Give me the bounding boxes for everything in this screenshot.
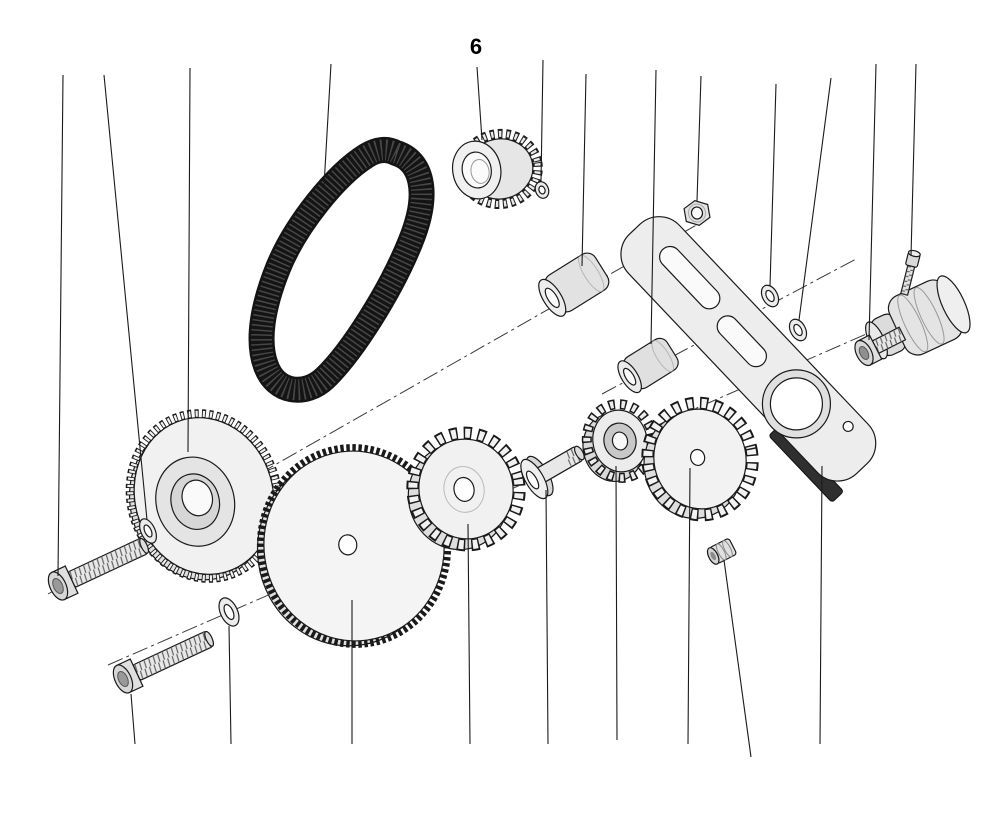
- pulley-bore: [181, 479, 214, 517]
- washer-3: [760, 284, 780, 308]
- bolt-thread: [872, 327, 906, 354]
- pulley-teeth: [125, 409, 283, 583]
- gear-teeth-face: [583, 400, 657, 482]
- set-screw: [706, 538, 737, 565]
- washer-hole: [765, 289, 775, 303]
- bolt-thread: [133, 631, 213, 681]
- small-spur-gear: [641, 396, 759, 522]
- tensioner-arm: [620, 216, 877, 502]
- arm-slot-2: [716, 315, 768, 368]
- bolt-thread: [68, 538, 148, 588]
- setscrew-socket: [710, 551, 717, 561]
- gear-bore: [689, 448, 706, 467]
- pinion-washer: [534, 181, 550, 199]
- gear-bore: [611, 431, 629, 451]
- roller-groove-1: [897, 294, 929, 353]
- timing-belt: [248, 136, 435, 403]
- roller-bolt: [854, 326, 907, 367]
- stepped-shaft: [520, 445, 585, 500]
- callout-label-6: 6: [470, 34, 482, 59]
- shaft-tip: [573, 445, 585, 461]
- bolt-tip: [204, 630, 215, 647]
- roller-groove-2: [913, 286, 945, 345]
- medium-spur-gear: [406, 426, 526, 552]
- adjusting-screw: [900, 249, 921, 296]
- gear-hub-ring: [443, 466, 485, 513]
- washer-hole: [538, 185, 546, 195]
- spacer-bushing-2: [617, 337, 679, 394]
- setscrew-thread-1: [715, 543, 727, 561]
- arm-small-hole: [842, 420, 854, 433]
- toothed-drive-pulley: [125, 409, 283, 583]
- gear-teeth-face: [408, 428, 524, 550]
- arm-boss-hole: [769, 377, 824, 431]
- bolt-hex-socket: [858, 346, 870, 360]
- pulley-bore-inner: [470, 159, 490, 184]
- washer-1: [139, 518, 157, 544]
- setscrew-thread-2: [722, 540, 733, 558]
- leader-lines: [57, 59, 917, 758]
- gear-bore: [338, 534, 358, 556]
- screw-thread: [900, 264, 915, 296]
- gear-bore: [453, 476, 475, 502]
- spacer-bushing-1: [538, 252, 610, 317]
- bushing-ridge: [578, 254, 605, 293]
- arm-slot-1: [659, 245, 721, 310]
- washer-2: [218, 597, 240, 627]
- bolt-tip: [139, 537, 150, 554]
- bushing-ridge: [651, 339, 675, 373]
- nut-hole: [690, 206, 704, 220]
- socket-head-bolt-2: [112, 630, 215, 694]
- belt-body: [248, 136, 435, 403]
- washer-4: [788, 318, 808, 342]
- roller-end-cap: [936, 275, 971, 334]
- washer-hole: [793, 323, 803, 337]
- bolt-hex-socket: [52, 578, 64, 594]
- washer-hole: [143, 524, 153, 538]
- flange-bore: [525, 470, 540, 490]
- bolt-hex-socket: [117, 671, 129, 687]
- bushing-bore: [622, 367, 637, 386]
- bushing-bore: [544, 287, 560, 309]
- hex-nut: [683, 200, 711, 226]
- pinion-pulley: [451, 128, 543, 210]
- washer-hole: [223, 603, 235, 621]
- nut-chamfer: [687, 203, 707, 223]
